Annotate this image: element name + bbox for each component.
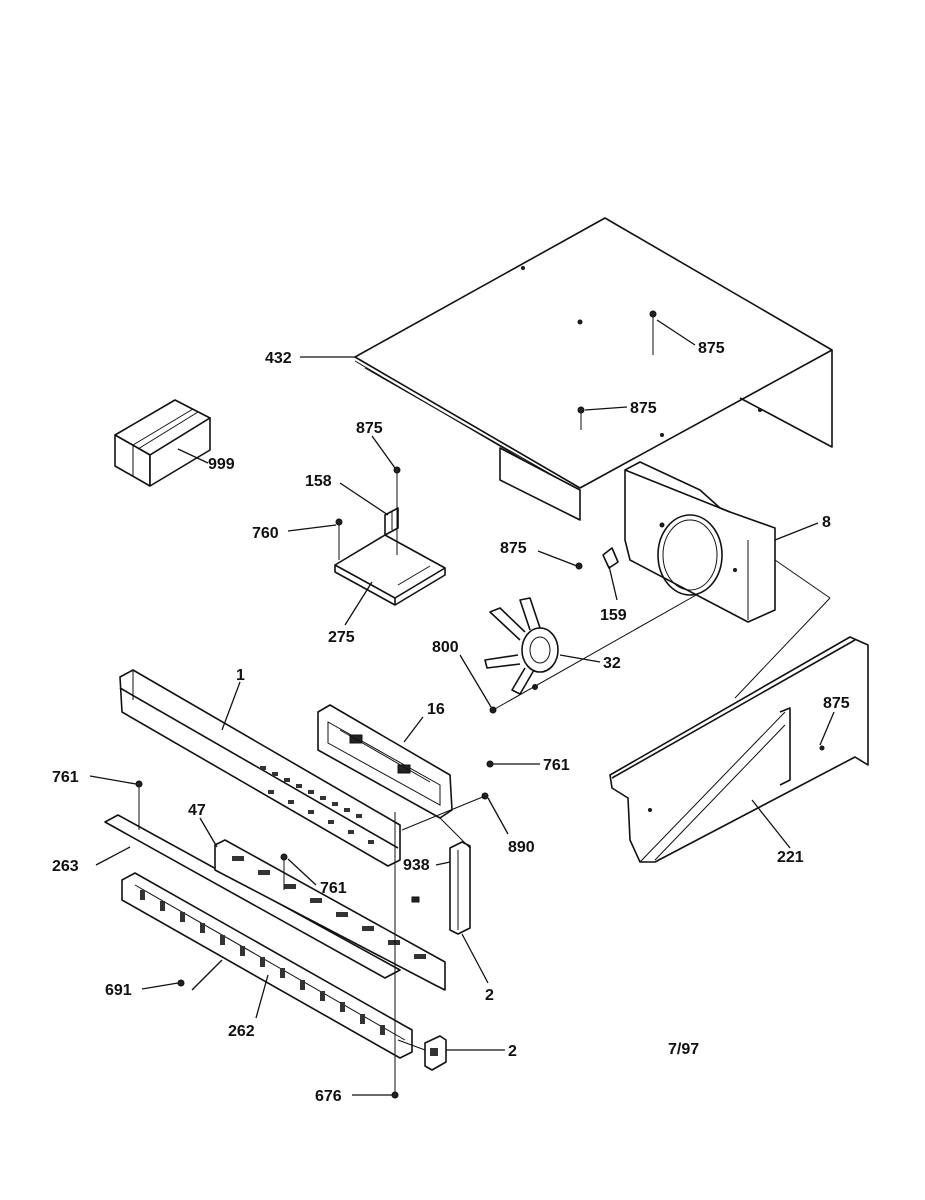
- label-158: 158: [305, 473, 332, 490]
- end-cap-upper: [449, 841, 471, 935]
- label-2-lower: 2: [508, 1043, 517, 1060]
- label-875-fan-plate: 875: [500, 540, 527, 557]
- label-1: 1: [236, 667, 245, 684]
- label-676: 676: [315, 1088, 342, 1105]
- label-875-top-mid: 875: [630, 400, 657, 417]
- side-panel: [609, 636, 869, 863]
- label-47: 47: [188, 802, 206, 819]
- label-263: 263: [52, 858, 79, 875]
- end-cap-lower: [424, 1035, 447, 1071]
- label-761-left: 761: [52, 769, 79, 786]
- label-761-center: 761: [320, 880, 347, 897]
- label-275: 275: [328, 629, 355, 646]
- trim-strip-263: [104, 814, 446, 991]
- date-code: 7/97: [668, 1041, 699, 1058]
- keypad-buttons: [260, 766, 374, 844]
- label-432: 432: [265, 350, 292, 367]
- grille-slots: [140, 890, 385, 1035]
- label-800: 800: [432, 639, 459, 656]
- label-875-bracket: 875: [356, 420, 383, 437]
- vent-grille: [121, 872, 413, 1059]
- label-262: 262: [228, 1023, 255, 1040]
- label-761-right: 761: [543, 757, 570, 774]
- bracket-275: [334, 534, 446, 606]
- fan-mounting-plate: [624, 461, 776, 623]
- label-159: 159: [600, 607, 627, 624]
- assembly-guide-lines: [394, 559, 831, 1060]
- top-panel: [354, 217, 833, 521]
- label-938: 938: [403, 857, 430, 874]
- label-221: 221: [777, 849, 804, 866]
- label-760: 760: [252, 525, 279, 542]
- callout-labels: 432 875 875 999 875 158 760 275 875 159 …: [52, 340, 850, 1105]
- label-875-top-right: 875: [698, 340, 725, 357]
- control-panel: [119, 669, 401, 867]
- label-2-upper: 2: [485, 987, 494, 1004]
- label-16: 16: [427, 701, 445, 718]
- label-691: 691: [105, 982, 132, 999]
- fan-motor: [484, 597, 559, 695]
- bracket-159: [602, 547, 619, 569]
- label-8: 8: [822, 514, 831, 531]
- spacer-938: [411, 896, 420, 903]
- vent-slots: [232, 856, 426, 959]
- carton-box: [114, 399, 211, 487]
- label-890: 890: [508, 839, 535, 856]
- leader-lines: [89, 319, 835, 1096]
- label-999: 999: [208, 456, 235, 473]
- screws: [135, 310, 657, 1099]
- label-32: 32: [603, 655, 621, 672]
- label-875-side: 875: [823, 695, 850, 712]
- bracket-158: [384, 507, 399, 536]
